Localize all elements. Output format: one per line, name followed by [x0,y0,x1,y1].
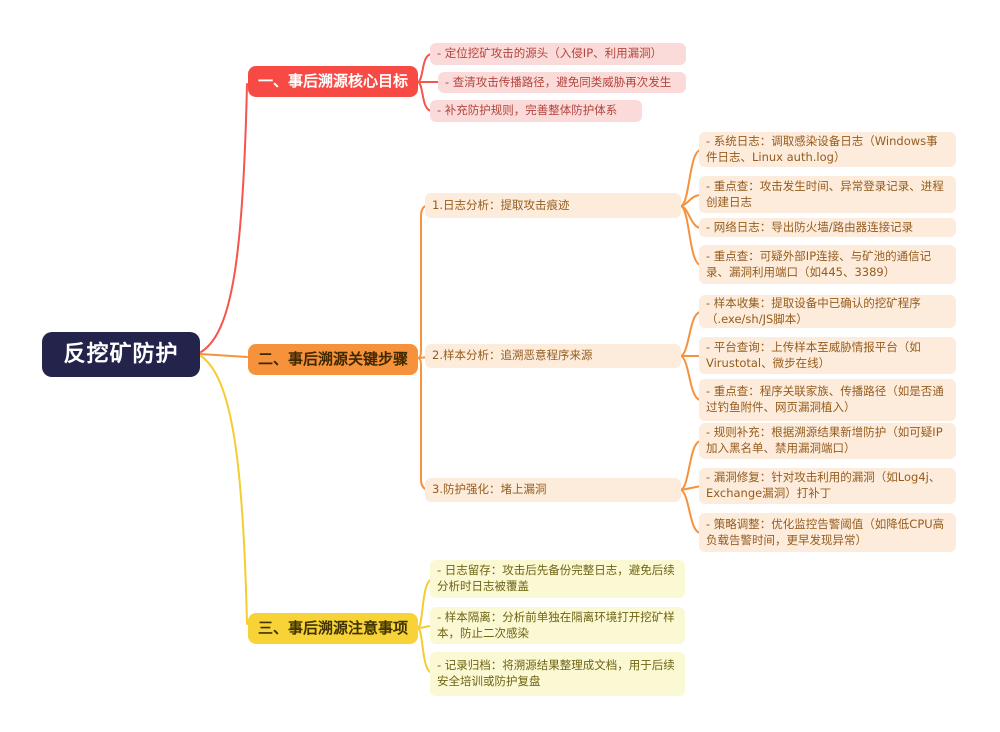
branch3-child-2[interactable]: - 样本隔离：分析前单独在隔离环境打开挖矿样本，防止二次感染 [430,607,685,644]
branch1-child-1[interactable]: - 定位挖矿攻击的源头（入侵IP、利用漏洞） [430,43,686,65]
branch2-lines [199,149,702,534]
branch3-title-node[interactable]: 三、事后溯源注意事项 [248,613,418,644]
branch2-title-node[interactable]: 二、事后溯源关键步骤 [248,344,418,375]
branch3-child-1[interactable]: - 日志留存：攻击后先备份完整日志，避免后续分析时日志被覆盖 [430,560,685,598]
root-node[interactable]: 反挖矿防护 [42,332,200,377]
branch2-step-3[interactable]: 3.防护强化：堵上漏洞 [425,478,681,502]
branch1-title-node[interactable]: 一、事后溯源核心目标 [248,66,418,97]
log-analysis-detail-3[interactable]: - 网络日志：导出防火墙/路由器连接记录 [699,218,956,237]
hardening-detail-1[interactable]: - 规则补充：根据溯源结果新增防护（如可疑IP加入黑名单、禁用漏洞端口） [699,423,956,459]
branch1-child-3[interactable]: - 补充防护规则，完善整体防护体系 [430,100,642,122]
branch2-step-1[interactable]: 1.日志分析：提取攻击痕迹 [425,193,681,218]
branch3-child-3[interactable]: - 记录归档：将溯源结果整理成文档，用于后续安全培训或防护复盘 [430,652,685,696]
hardening-detail-2[interactable]: - 漏洞修复：针对攻击利用的漏洞（如Log4j、Exchange漏洞）打补丁 [699,468,956,504]
sample-analysis-detail-2[interactable]: - 平台查询：上传样本至威胁情报平台（如Virustotal、微步在线） [699,337,956,374]
branch2-step-2[interactable]: 2.样本分析：追溯恶意程序来源 [425,344,681,368]
log-analysis-detail-2[interactable]: - 重点查：攻击发生时间、异常登录记录、进程创建日志 [699,176,956,213]
sample-analysis-detail-1[interactable]: - 样本收集：提取设备中已确认的挖矿程序（.exe/sh/JS脚本） [699,295,956,328]
log-analysis-detail-1[interactable]: - 系统日志：调取感染设备日志（Windows事件日志、Linux auth.l… [699,132,956,167]
branch1-child-2[interactable]: - 查清攻击传播路径，避免同类威胁再次发生 [438,72,686,93]
log-analysis-detail-4[interactable]: - 重点查：可疑外部IP连接、与矿池的通信记录、漏洞利用端口（如445、3389… [699,245,956,284]
hardening-detail-3[interactable]: - 策略调整：优化监控告警阈值（如降低CPU高负载告警时间，更早发现异常） [699,513,956,552]
branch1-lines [200,53,441,353]
sample-analysis-detail-3[interactable]: - 重点查：程序关联家族、传播路径（如是否通过钓鱼附件、网页漏洞植入） [699,379,956,421]
